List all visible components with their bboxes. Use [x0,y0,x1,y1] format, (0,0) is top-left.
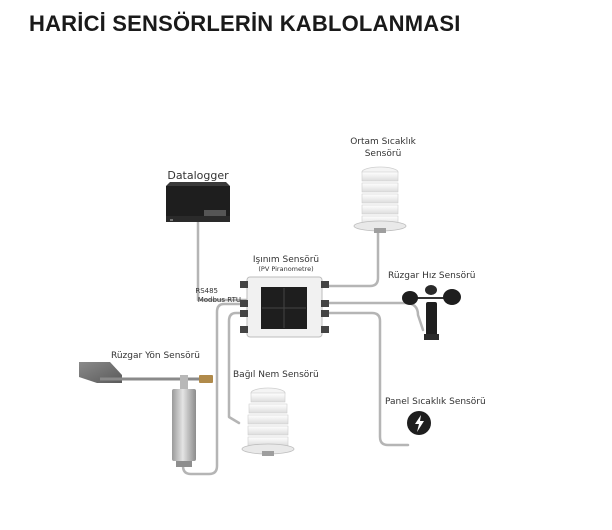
wind-direction-sensor [79,362,213,467]
irradiance-sensor-label: Işınım Sensörü [253,255,319,265]
irradiance-sensor-sublabel: (PV Piranometre) [258,265,313,273]
humidity-sensor [241,387,295,456]
cable-wind-speed [320,301,425,332]
lightning-bolt-icon [415,415,424,432]
cable-humidity [227,311,249,425]
wind-direction-label: Rüzgar Yön Sensörü [111,351,200,361]
cable-panel-temperature [320,311,410,447]
irradiance-sensor-box [240,276,329,338]
cable-wind-direction [181,302,249,476]
ambient-temperature-sensor [353,166,407,233]
cable-datalogger [196,220,249,302]
datalogger [166,182,230,222]
wind-speed-sensor [402,285,461,340]
rs485-label: RS485 [195,287,218,295]
ambient-temperature-label-line2: Sensörü [365,149,402,159]
ambient-temperature-label-line1: Ortam Sıcaklık [350,137,416,147]
panel-temperature-label: Panel Sıcaklık Sensörü [385,397,486,407]
datalogger-label: Datalogger [167,169,229,182]
modbus-rtu-label: Modbus RTU [198,296,241,304]
wind-speed-label: Rüzgar Hız Sensörü [388,271,475,281]
panel-temperature-sensor [407,411,431,435]
page-title: HARİCİ SENSÖRLERİN KABLOLANMASI [29,11,461,36]
humidity-label: Bağıl Nem Sensörü [233,370,319,380]
cable-ambient-temperature [320,230,380,288]
